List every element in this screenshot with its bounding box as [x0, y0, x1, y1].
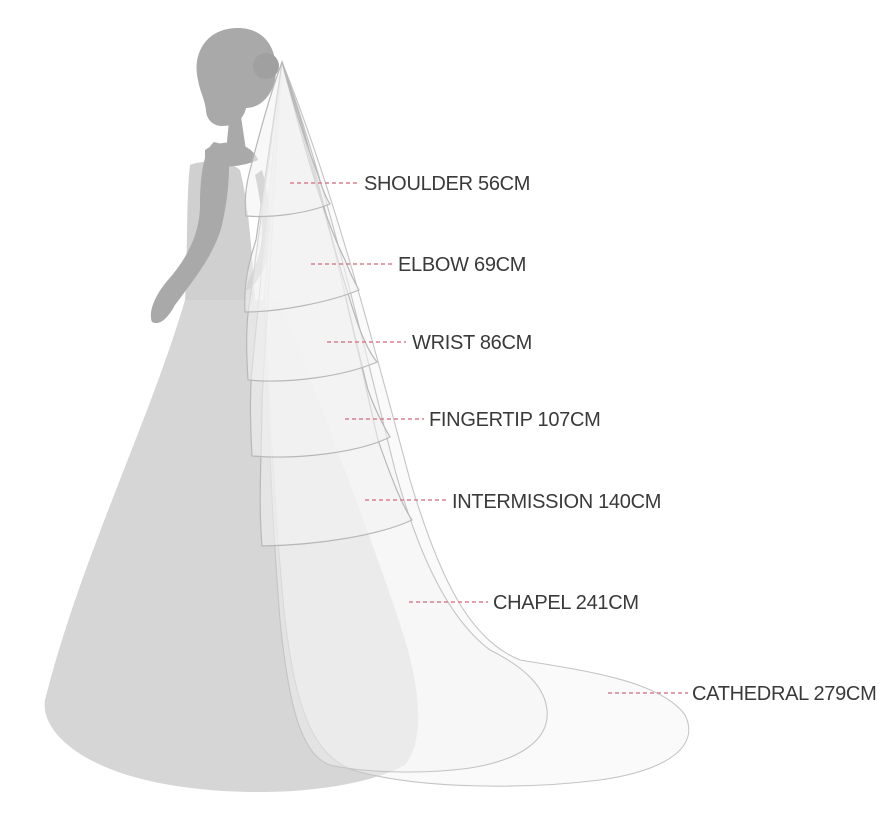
length-labels: SHOULDER 56CM ELBOW 69CM WRIST 86CM FING…	[364, 173, 877, 705]
hair-bun	[253, 53, 279, 79]
veil-shoulder	[244, 60, 331, 218]
label-chapel: CHAPEL 241CM	[493, 592, 639, 614]
veil-cathedral	[264, 61, 690, 787]
label-wrist: WRIST 86CM	[412, 332, 532, 354]
label-intermission: INTERMISSION 140CM	[452, 491, 661, 513]
head	[196, 28, 276, 126]
label-shoulder: SHOULDER 56CM	[364, 173, 530, 195]
veil	[244, 60, 690, 787]
leader-lines	[290, 182, 688, 694]
arm	[150, 142, 229, 324]
label-cathedral: CATHEDRAL 279CM	[692, 683, 876, 705]
label-fingertip: FINGERTIP 107CM	[429, 409, 600, 431]
label-elbow: ELBOW 69CM	[398, 254, 526, 276]
